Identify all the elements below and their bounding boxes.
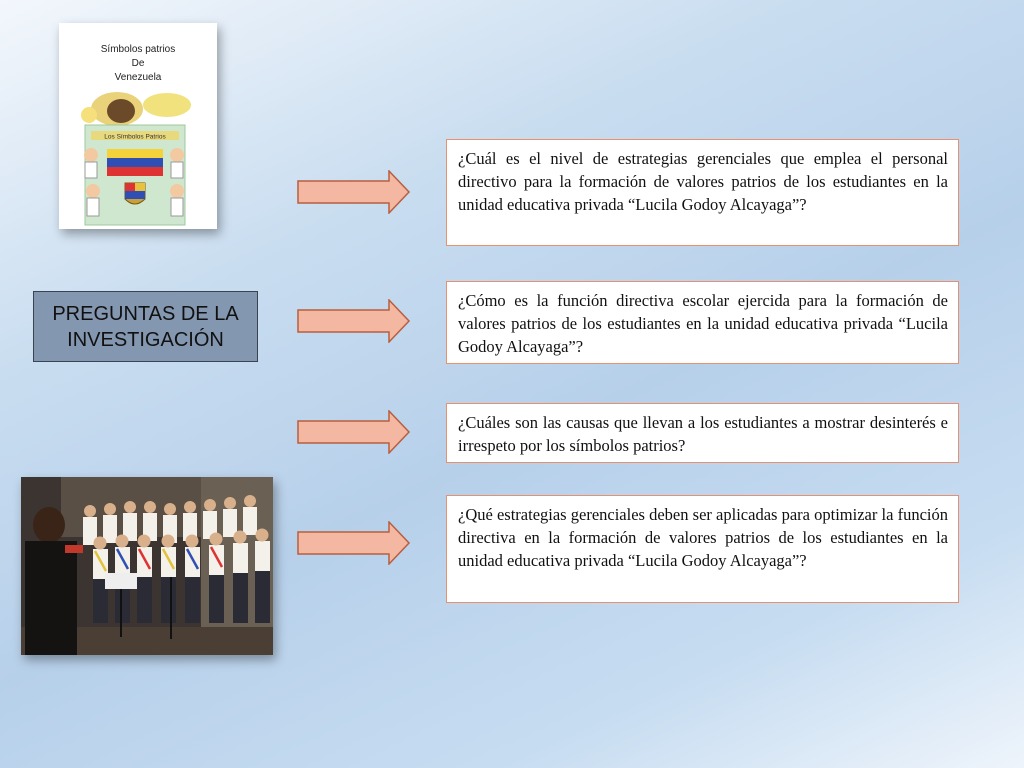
cover-illustration: Los Símbolos Patrios <box>81 92 191 226</box>
arrow-right-icon <box>297 299 411 343</box>
cover-title: Símbolos patrios De Venezuela <box>59 43 217 85</box>
cover-title-line: Venezuela <box>114 72 162 83</box>
arrow-right-icon <box>297 410 411 454</box>
question-text: ¿Cuáles son las causas que llevan a los … <box>458 413 948 455</box>
cover-title-line: De <box>131 58 145 69</box>
title-line-2: INVESTIGACIÓN <box>67 328 224 351</box>
question-box-4: ¿Qué estrategias gerenciales deben ser a… <box>446 495 959 603</box>
arrow-right-icon <box>297 170 411 214</box>
simbolos-patrios-cover-image: Símbolos patrios De Venezuela Los Símbol… <box>59 23 217 229</box>
question-text: ¿Cómo es la función directiva escolar ej… <box>458 291 948 356</box>
question-box-2: ¿Cómo es la función directiva escolar ej… <box>446 281 959 364</box>
question-text: ¿Qué estrategias gerenciales deben ser a… <box>458 505 948 570</box>
arrow-right-icon <box>297 521 411 565</box>
choir-photo-illustration <box>21 477 273 655</box>
question-box-1: ¿Cuál es el nivel de estrategias gerenci… <box>446 139 959 246</box>
title-line-1: PREGUNTAS DE LA <box>52 302 239 325</box>
research-questions-title: PREGUNTAS DE LA INVESTIGACIÓN <box>33 291 258 362</box>
question-text: ¿Cuál es el nivel de estrategias gerenci… <box>458 149 948 214</box>
cover-title-line: Símbolos patrios <box>100 44 176 55</box>
student-choir-photo <box>21 477 273 655</box>
cover-inner-banner: Los Símbolos Patrios <box>104 134 166 141</box>
question-box-3: ¿Cuáles son las causas que llevan a los … <box>446 403 959 463</box>
